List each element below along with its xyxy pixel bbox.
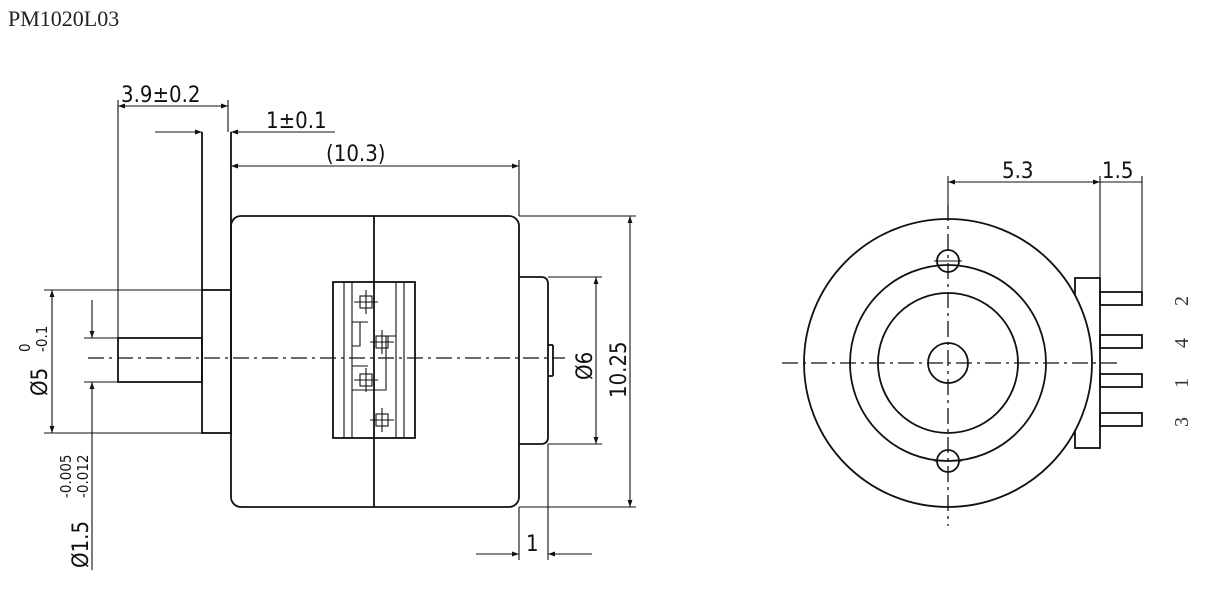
dim-terminal-width: 1.5 [1102, 159, 1133, 184]
motor-flange [201, 289, 232, 434]
dim-flange-diameter: Ø5 [28, 368, 53, 396]
end-view: 2 4 1 3 5.3 1.5 [782, 159, 1193, 526]
pin-label-1: 1 [1171, 378, 1193, 388]
drawing-title: PM1020L03 [8, 6, 120, 31]
pin-3 [1099, 412, 1143, 427]
pin-2 [1099, 291, 1143, 306]
side-view: 3.9±0.2 1±0.1 (10.3) 1 Ø6 10.25 Ø5 0 -0.… [16, 83, 636, 570]
dim-center-to-terminal: 5.3 [1002, 159, 1033, 184]
motor-shaft [117, 337, 203, 383]
dim-boss-width: 1 [526, 532, 539, 557]
dim-flange-tol-upper: 0 [16, 343, 34, 352]
dim-body-length: (10.3) [326, 142, 386, 167]
pin-label-4: 4 [1171, 338, 1193, 348]
dim-shaft-tol-lower: -0.012 [74, 455, 92, 499]
pin-label-2: 2 [1171, 296, 1193, 306]
terminal-bracket [332, 281, 416, 439]
terminal-pins [1099, 291, 1143, 427]
pin-1 [1099, 373, 1143, 388]
dim-flange-thickness: 1±0.1 [266, 109, 327, 134]
pin-label-3: 3 [1171, 417, 1193, 427]
rear-boss [519, 276, 549, 445]
dim-shaft-length: 3.9±0.2 [121, 83, 201, 108]
pin-4 [1099, 334, 1143, 349]
motor-body [230, 215, 520, 508]
dim-flange-tol-lower: -0.1 [33, 326, 51, 352]
dim-boss-diameter: Ø6 [573, 352, 598, 380]
dim-shaft-tol-upper: -0.005 [57, 455, 75, 499]
dim-shaft-diameter: Ø1.5 [69, 521, 94, 568]
dim-body-height: 10.25 [607, 341, 632, 398]
